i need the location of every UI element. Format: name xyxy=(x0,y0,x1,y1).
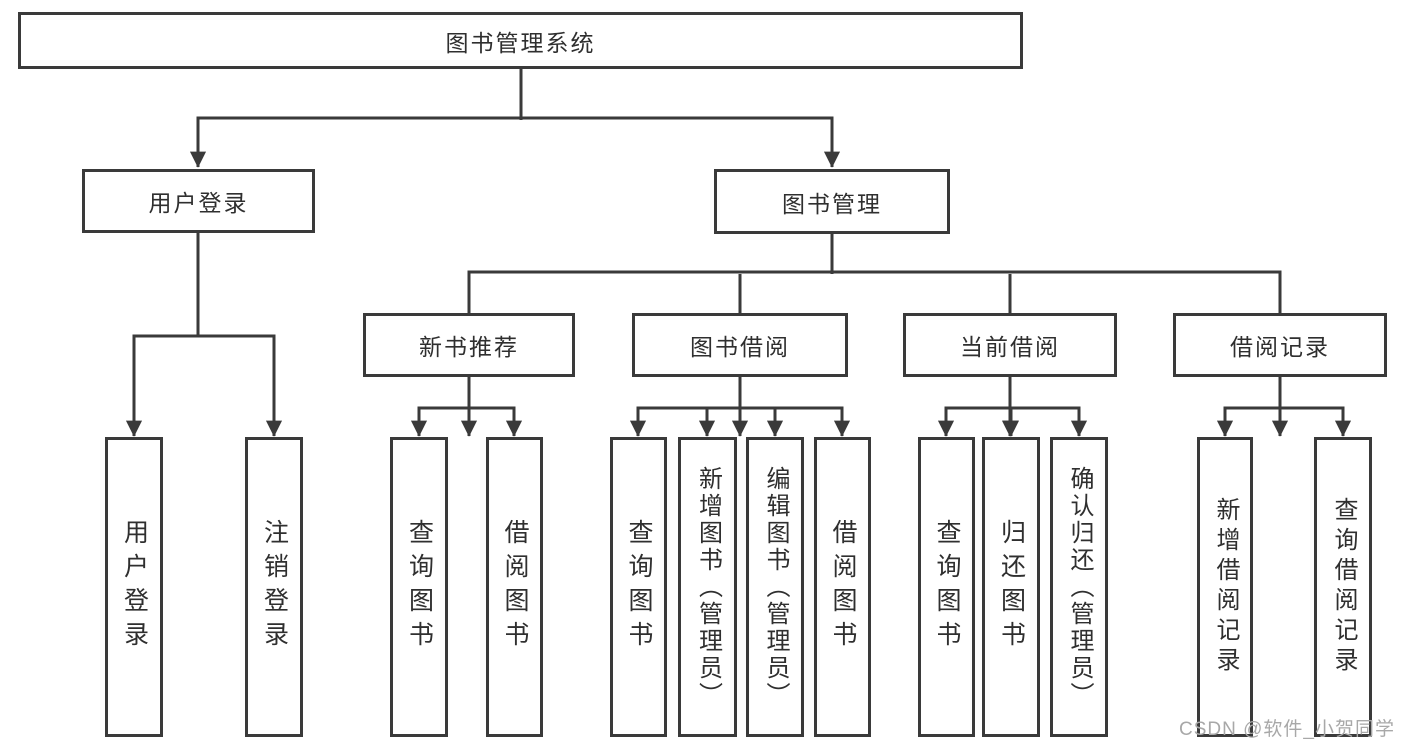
node-current-borrowing: 当前借阅 xyxy=(903,313,1117,377)
node-confirm-return-admin: 确认归还（管理员） xyxy=(1050,437,1108,737)
node-user-login-leaf: 用户登录 xyxy=(105,437,163,737)
node-new-book-recommendation: 新书推荐 xyxy=(363,313,575,377)
node-add-books-admin: 新增图书（管理员） xyxy=(678,437,737,737)
node-query-books-under-current: 查询图书 xyxy=(918,437,975,737)
node-query-books-under-borrowing: 查询图书 xyxy=(610,437,667,737)
node-user-login-module: 用户登录 xyxy=(82,169,315,233)
node-label: 当前借阅 xyxy=(960,334,1060,360)
node-return-books: 归还图书 xyxy=(982,437,1040,737)
node-label: 借阅记录 xyxy=(1230,334,1330,360)
node-library-management-system: 图书管理系统 xyxy=(18,12,1023,69)
node-label: 查询图书 xyxy=(625,519,653,655)
node-label: 图书借阅 xyxy=(690,334,790,360)
node-book-management-module: 图书管理 xyxy=(714,169,950,234)
node-label: 确认归还（管理员） xyxy=(1066,465,1093,709)
node-label: 注销登录 xyxy=(260,519,289,655)
node-add-borrow-record: 新增借阅记录 xyxy=(1197,437,1253,737)
node-book-borrowing: 图书借阅 xyxy=(632,313,848,377)
node-query-borrow-record: 查询借阅记录 xyxy=(1314,437,1372,737)
node-label: 借阅图书 xyxy=(829,519,857,655)
node-label: 编辑图书（管理员） xyxy=(762,465,789,709)
node-label: 查询借阅记录 xyxy=(1330,497,1357,677)
node-label: 图书管理 xyxy=(782,190,882,217)
node-borrowing-records: 借阅记录 xyxy=(1173,313,1387,377)
node-query-books-under-recommendation: 查询图书 xyxy=(390,437,448,737)
node-label: 图书管理系统 xyxy=(445,29,596,56)
node-label: 用户登录 xyxy=(148,190,249,216)
node-edit-books-admin: 编辑图书（管理员） xyxy=(746,437,804,737)
node-borrow-books-under-borrowing: 借阅图书 xyxy=(814,437,871,737)
node-label: 查询图书 xyxy=(933,519,961,655)
node-label: 归还图书 xyxy=(997,519,1026,655)
node-label: 新增图书（管理员） xyxy=(694,465,722,709)
node-label: 新增借阅记录 xyxy=(1212,497,1239,677)
node-label: 借阅图书 xyxy=(501,519,529,655)
node-logout-leaf: 注销登录 xyxy=(245,437,303,737)
node-label: 用户登录 xyxy=(120,519,149,655)
csdn-watermark: CSDN @软件_小贺同学 xyxy=(1179,719,1395,740)
node-label: 新书推荐 xyxy=(419,334,519,360)
node-borrow-books-under-recommendation: 借阅图书 xyxy=(486,437,543,737)
node-label: 查询图书 xyxy=(405,519,434,655)
